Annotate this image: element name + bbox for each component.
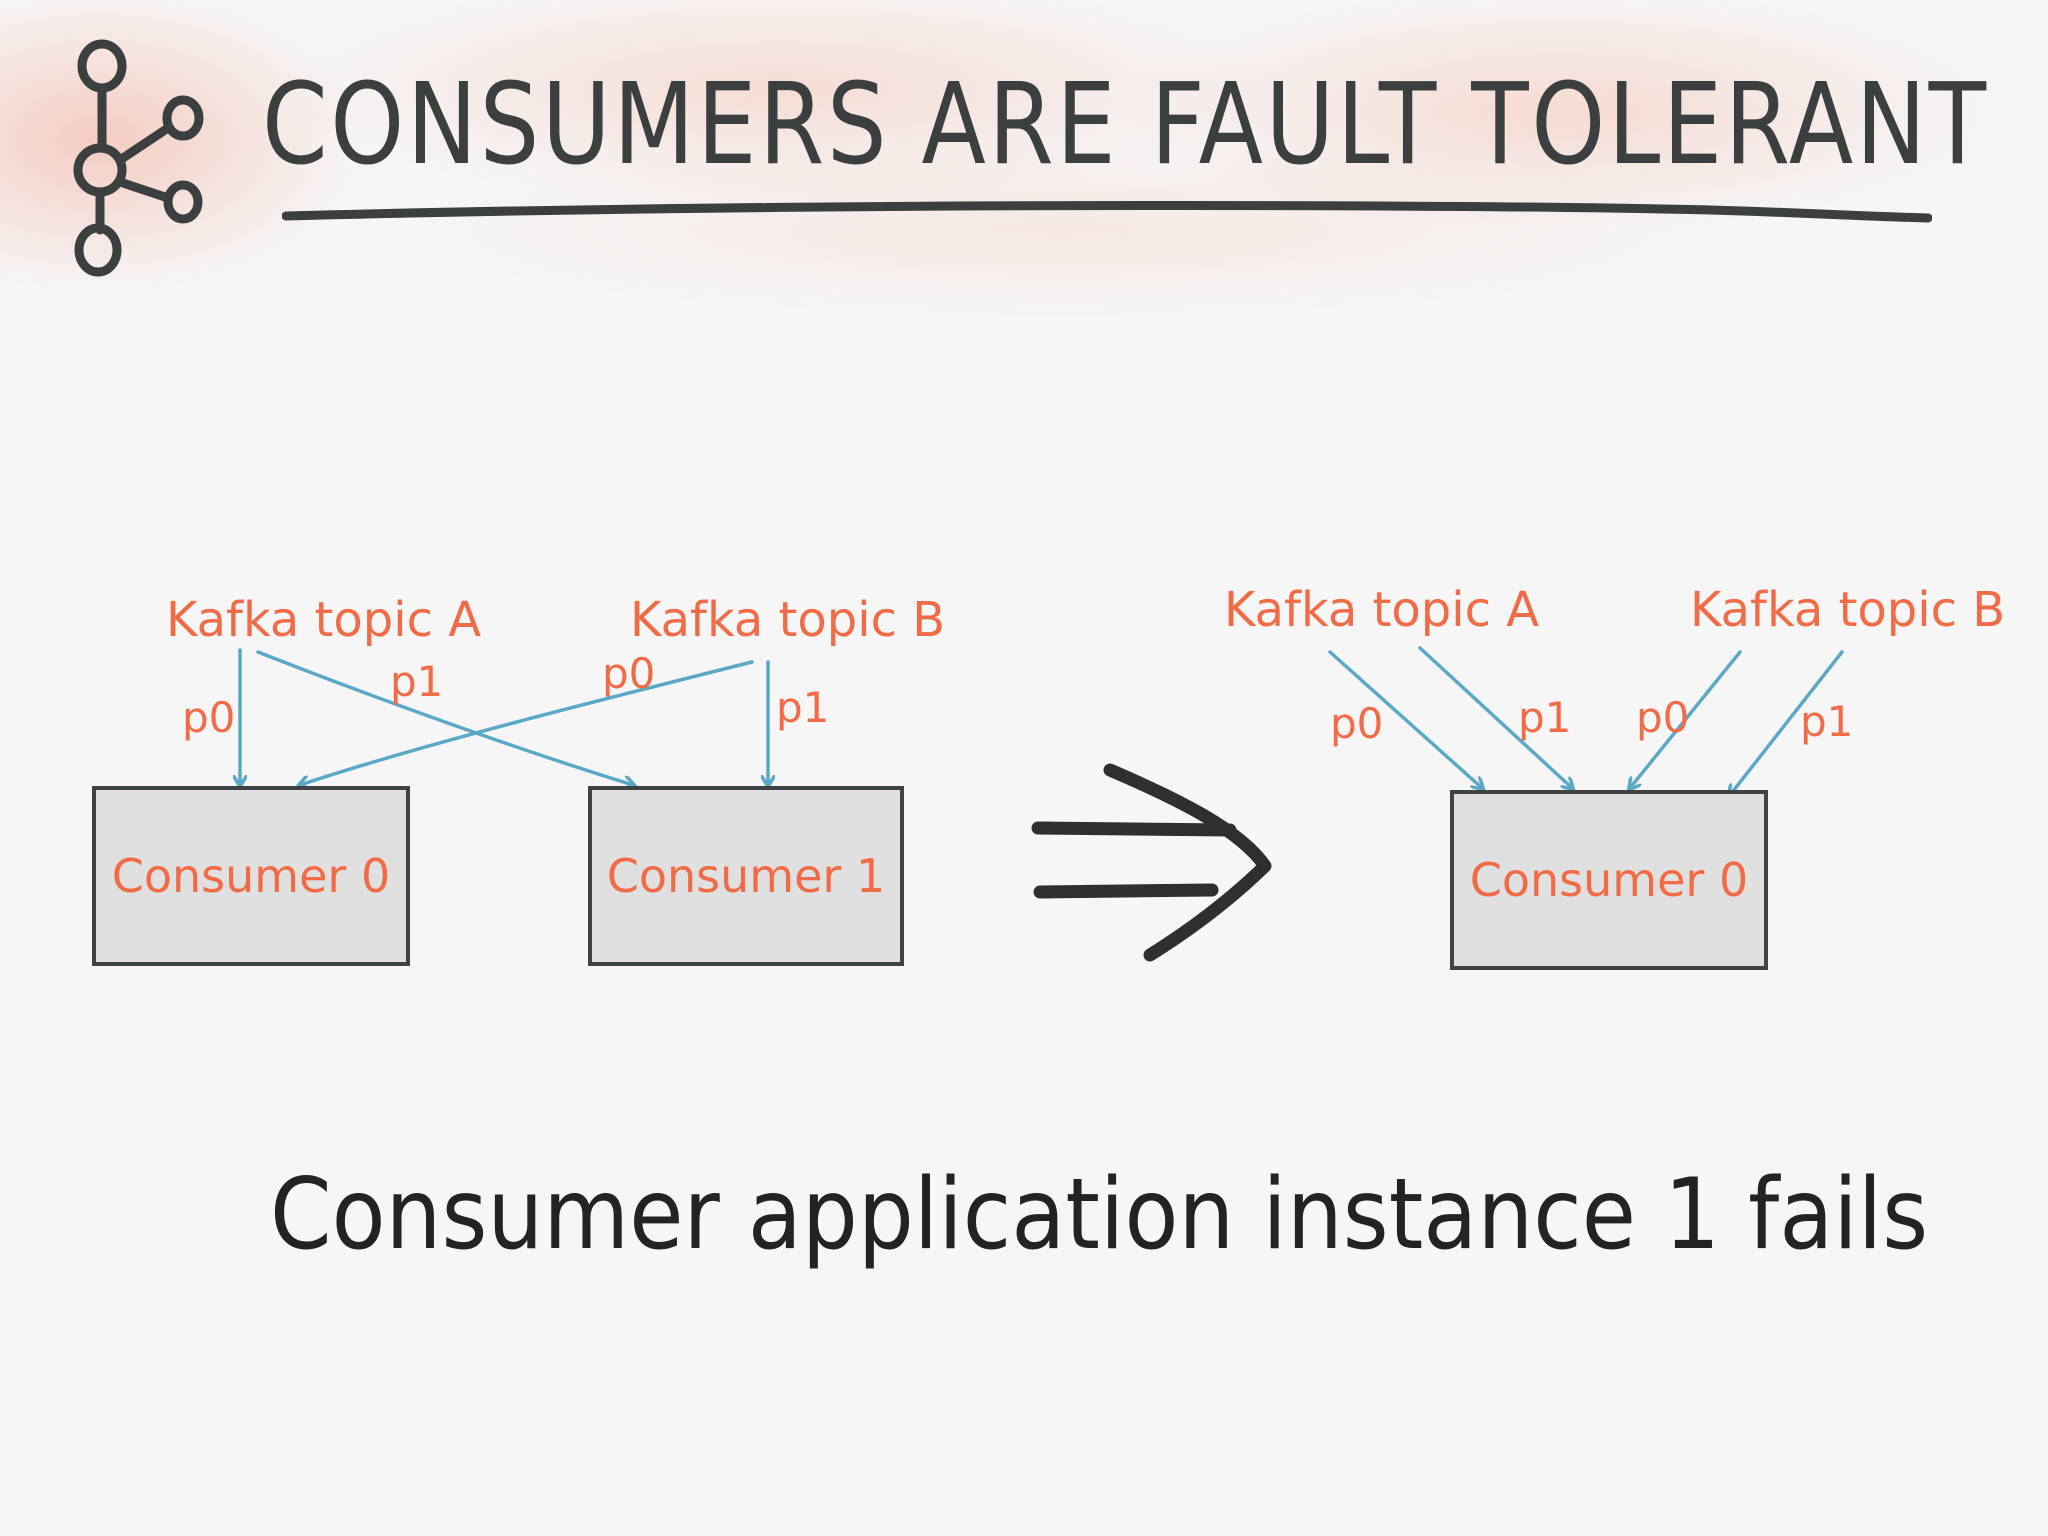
arrow-after-a-p0 — [1328, 650, 1482, 788]
before-b-p0-label: p0 — [602, 649, 656, 698]
arrow-after-b-p1 — [1730, 650, 1844, 795]
before-topic-a-label: Kafka topic A — [166, 592, 482, 648]
before-a-p0-label: p0 — [182, 693, 236, 742]
arrow-a-p1-to-consumer-1 — [256, 650, 633, 785]
before-a-p1-label: p1 — [390, 657, 444, 706]
kafka-logo-icon — [73, 39, 204, 277]
page-title: CONSUMERS ARE FAULT TOLERANT — [262, 60, 1989, 190]
before-consumer-0-label: Consumer 0 — [111, 849, 391, 903]
before-consumer-1-label: Consumer 1 — [606, 849, 886, 903]
after-b-p1-label: p1 — [1800, 697, 1854, 746]
before-consumer-1-box: Consumer 1 — [588, 786, 904, 966]
after-a-p1-label: p1 — [1518, 693, 1572, 742]
caption: Consumer application instance 1 fails — [270, 1158, 1929, 1272]
arrow-after-b-p0 — [1630, 650, 1742, 788]
before-b-p1-label: p1 — [776, 683, 830, 732]
after-topic-b-label: Kafka topic B — [1690, 582, 2006, 638]
after-b-p0-label: p0 — [1636, 693, 1690, 742]
header-watercolor-background — [0, 0, 2048, 390]
arrow-b-p0-to-consumer-0 — [300, 660, 754, 785]
double-arrow-icon — [1031, 763, 1272, 962]
before-consumer-0-box: Consumer 0 — [92, 786, 410, 966]
after-consumer-0-label: Consumer 0 — [1469, 853, 1749, 907]
arrow-after-a-p1 — [1418, 646, 1572, 788]
after-topic-a-label: Kafka topic A — [1224, 582, 1540, 638]
title-underline — [282, 200, 1932, 223]
before-topic-b-label: Kafka topic B — [630, 592, 946, 648]
after-a-p0-label: p0 — [1330, 699, 1384, 748]
after-consumer-0-box: Consumer 0 — [1450, 790, 1768, 970]
